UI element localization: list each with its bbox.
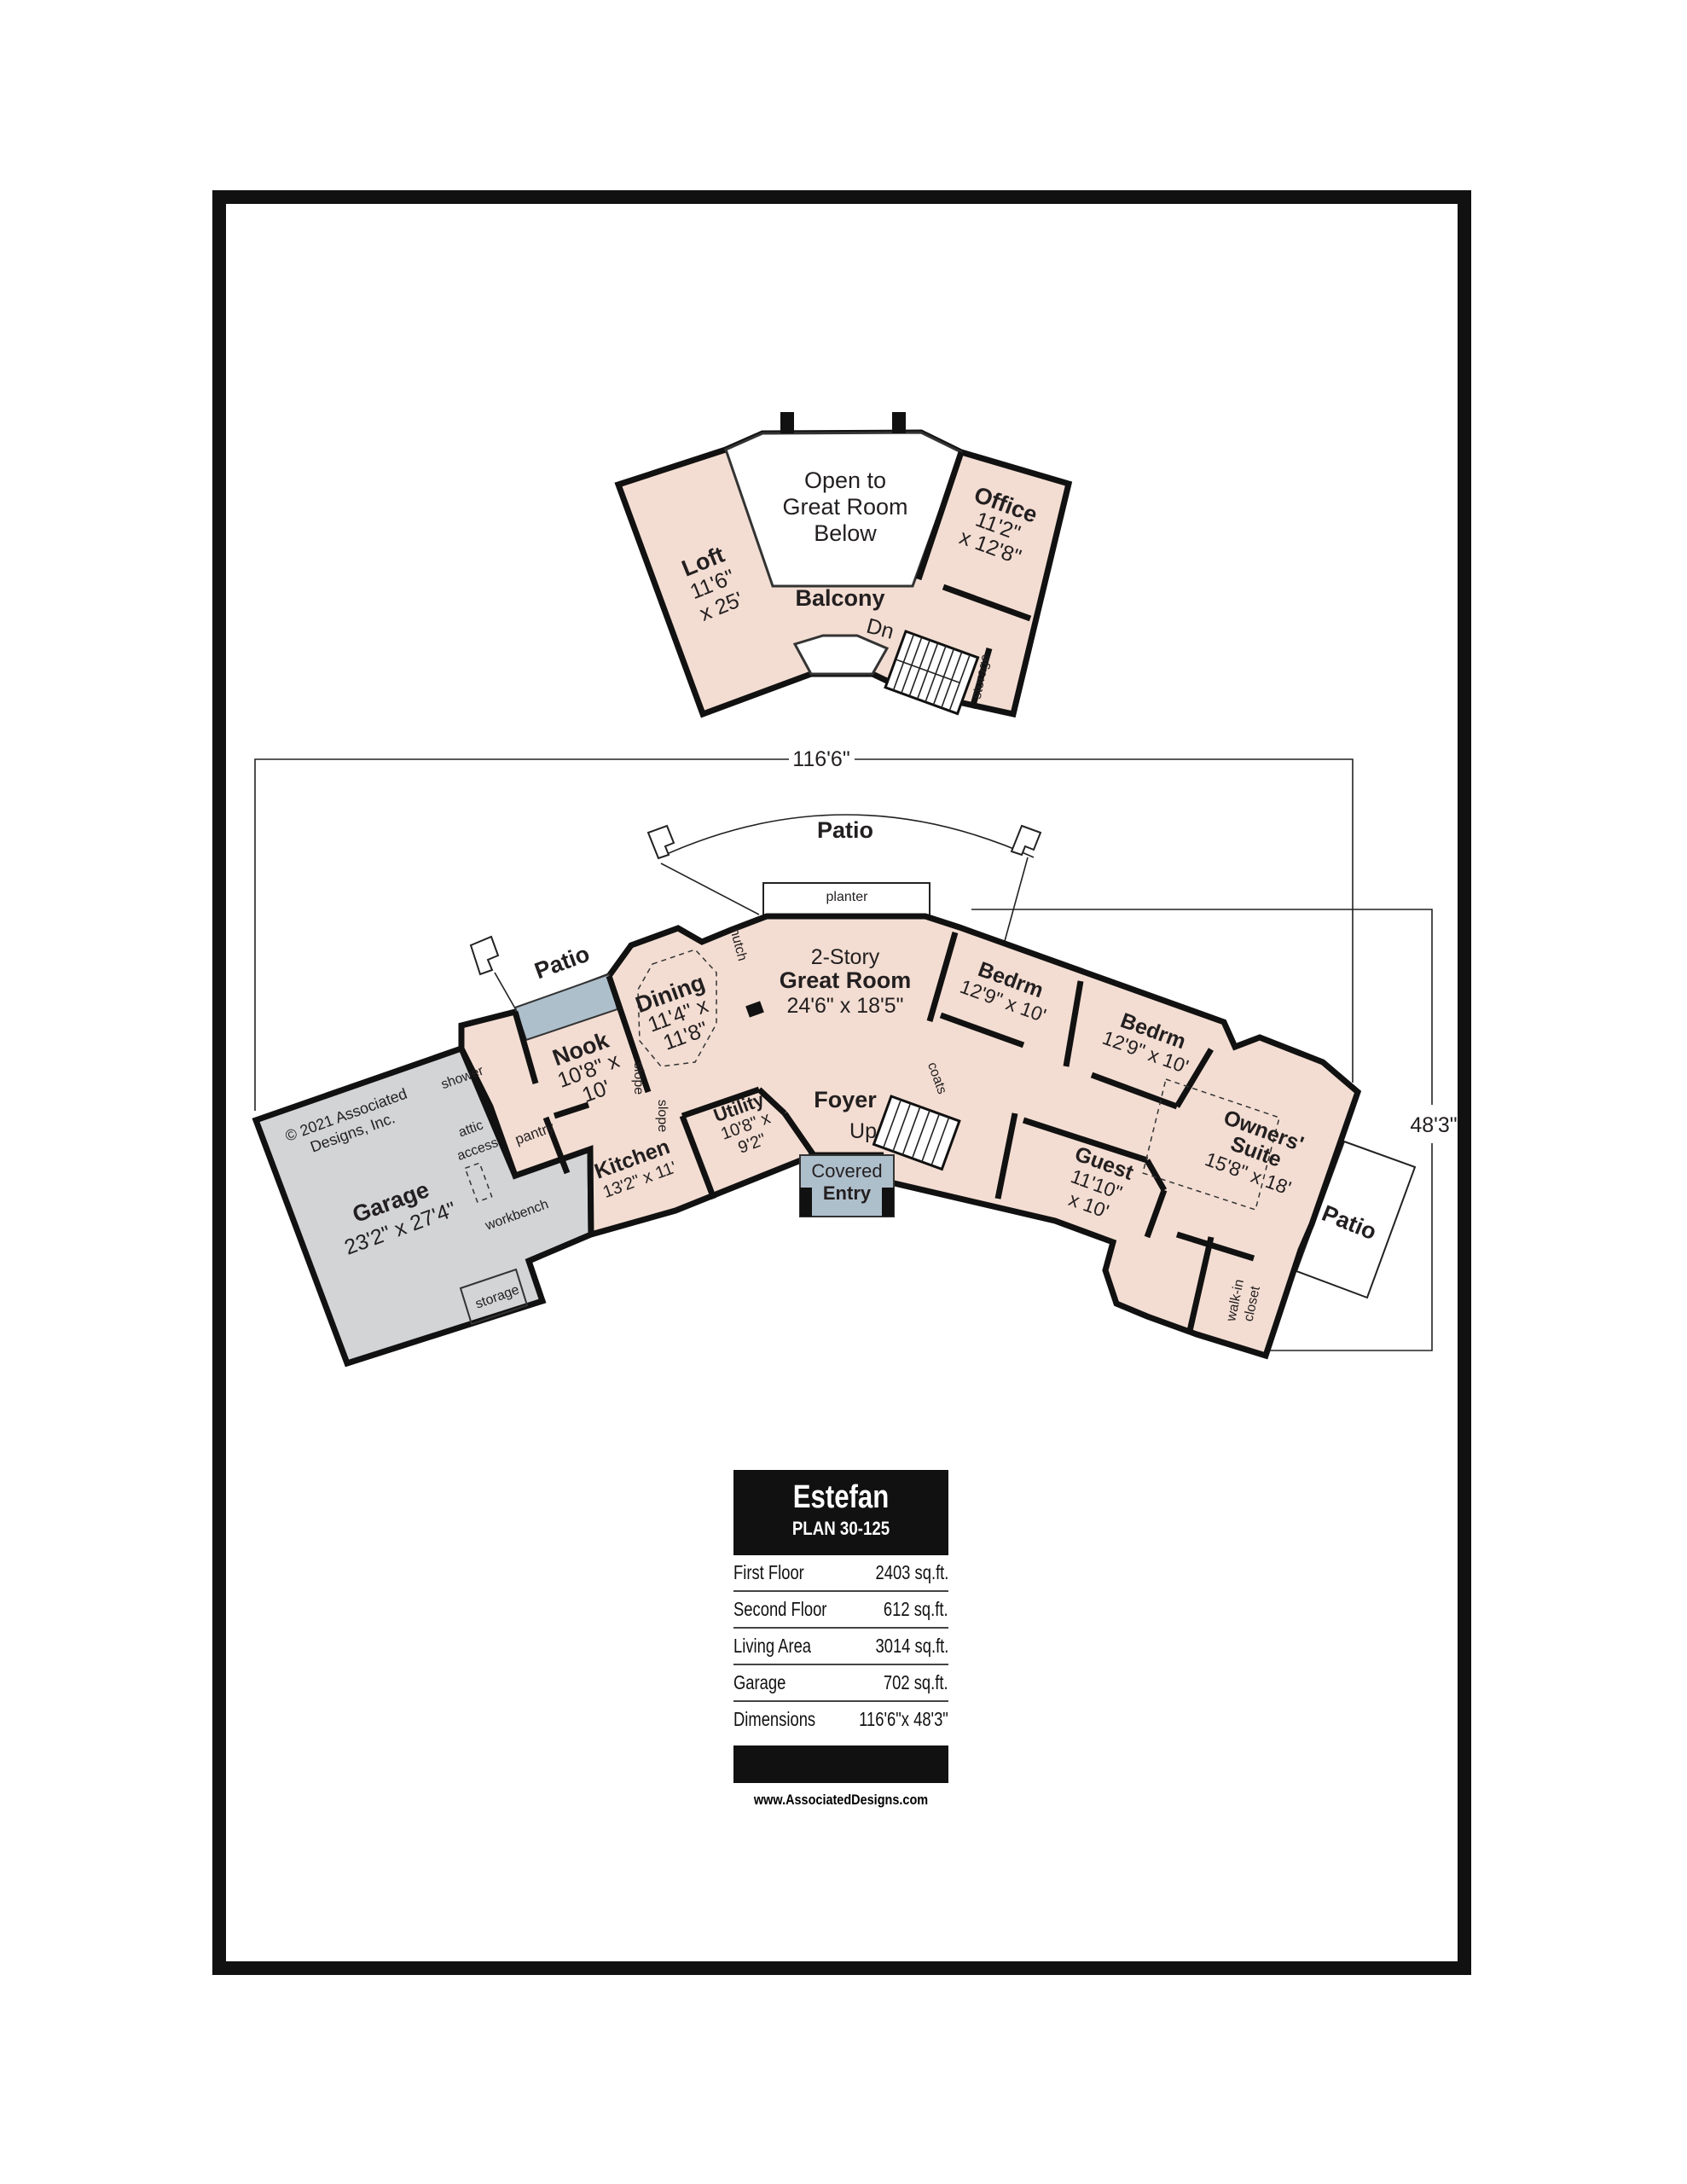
plan-stat-row: First Floor 2403 sq.ft.: [733, 1555, 948, 1592]
guest-angle-wall: [1144, 1188, 1168, 1239]
balcony-label: Balcony: [795, 585, 884, 611]
attic-access-hatch: [464, 1162, 493, 1203]
foyer-stair-up-label: Up: [849, 1119, 877, 1143]
width-dimension-right: [855, 758, 1354, 1083]
open-to-below-line2: Great Room: [782, 494, 907, 520]
patio-arc: [658, 814, 1035, 858]
pantry-top-wall: [553, 1101, 590, 1119]
guest-top-wall: [1022, 1117, 1149, 1164]
bedroom1-bottom-wall: [939, 1012, 1025, 1048]
dimension-lines: 116'6" 48'3": [254, 747, 1458, 1351]
plan-card-header: Estefan PLAN 30-125: [733, 1470, 948, 1555]
column-great-room: [745, 1001, 764, 1018]
kitchen-utility-wall: [679, 1114, 717, 1200]
depth-dimension-top: [971, 909, 1433, 1105]
owners-ceiling-outline: [1142, 1078, 1280, 1211]
upper-floor-plan: Open to Great Room Below Loft 11'6" x 25…: [614, 412, 1073, 718]
guest-right-wall: [1144, 1159, 1168, 1192]
plan-stat-label: Second Floor: [733, 1598, 827, 1620]
covered-entry-line1: Covered: [811, 1160, 882, 1182]
plan-stat-value: 612 sq.ft.: [884, 1598, 948, 1620]
slope-label-1: slope: [631, 1062, 646, 1095]
bath-wall: [512, 1011, 539, 1084]
sheet-frame: [212, 190, 1471, 1975]
covered-entry-line2: Entry: [823, 1182, 872, 1204]
plan-number: PLAN 30-125: [791, 1518, 890, 1539]
great-room-bedroom-wall: [926, 932, 959, 1022]
pantry-wall: [542, 1116, 571, 1175]
plan-stat-row: Living Area 3014 sq.ft.: [733, 1629, 948, 1665]
plan-stat-row: Dimensions 116'6"x 48'3": [733, 1702, 948, 1737]
foyer-label: Foyer: [814, 1087, 877, 1112]
garage-storage-box: [459, 1268, 529, 1326]
open-to-below-line3: Below: [814, 520, 877, 546]
great-room-story: 2-Story: [811, 945, 880, 969]
plan-stat-label: Garage: [733, 1671, 786, 1693]
patio-post-nook: [469, 935, 500, 976]
entry-post-right: [882, 1188, 894, 1217]
patio-edge-left: [660, 863, 760, 915]
planter-box: [762, 882, 930, 918]
nook-dining-wall: [606, 974, 652, 1094]
patio-post-left: [646, 824, 675, 860]
office-bath-wall: [942, 584, 1032, 622]
plan-stat-value: 702 sq.ft.: [884, 1671, 948, 1693]
plan-info-card: Estefan PLAN 30-125 First Floor 2403 sq.f…: [733, 1470, 948, 1809]
bedroom2-bottom-wall: [1090, 1072, 1179, 1110]
storage-wall: [969, 648, 993, 709]
plan-stat-row: Garage 702 sq.ft.: [733, 1665, 948, 1702]
slope-label-2: slope: [655, 1100, 670, 1132]
plan-stat-label: Dimensions: [733, 1708, 816, 1730]
foyer-stair: [872, 1095, 961, 1171]
width-dimension-left: [254, 758, 789, 1111]
utility-top-wall: [681, 1086, 761, 1119]
nook-patio-edge: [494, 972, 516, 1009]
plan-stat-label: First Floor: [733, 1561, 804, 1583]
entry-post-left: [800, 1188, 812, 1217]
plan-stat-label: Living Area: [733, 1635, 812, 1657]
foyer-left-wall: [782, 1112, 816, 1157]
plan-stat-row: Second Floor 612 sq.ft.: [733, 1592, 948, 1629]
plan-card-footer-bar: [733, 1745, 948, 1783]
owners-bath-wall: [1175, 1231, 1255, 1262]
plan-stat-value: 116'6"x 48'3": [859, 1708, 948, 1730]
upper-stair: [884, 630, 980, 716]
website-url: www.AssociatedDesigns.com: [753, 1792, 929, 1808]
overall-width-label: 116'6": [792, 747, 849, 771]
patio-top-label: Patio: [817, 817, 873, 843]
chimney-left: [780, 412, 794, 433]
plan-stat-value: 2403 sq.ft.: [875, 1561, 948, 1583]
plan-stat-value: 3014 sq.ft.: [875, 1635, 948, 1657]
closet-wall: [1186, 1236, 1215, 1332]
covered-entry-area: [799, 1154, 895, 1217]
great-room-label: Great Room: [780, 967, 912, 993]
depth-dimension-bottom: [1270, 1143, 1433, 1351]
plan-name: Estefan: [792, 1479, 890, 1515]
patio-left-label: Patio: [531, 941, 593, 985]
great-room-dim: 24'6" x 18'5": [786, 994, 903, 1018]
chimney-right: [892, 412, 906, 433]
bedroom2-angle-wall: [1174, 1048, 1215, 1108]
balcony-opening: [792, 634, 890, 676]
plan-stats-table: First Floor 2403 sq.ft. Second Floor 612 sq…: [733, 1555, 948, 1737]
overall-depth-label: 48'3": [1410, 1113, 1457, 1137]
dining-ceiling-outline: [637, 949, 717, 1067]
planter-label: planter: [826, 890, 869, 904]
bedroom-divider-wall: [1063, 980, 1084, 1067]
open-to-below-line1: Open to: [804, 468, 886, 493]
utility-angle-wall: [757, 1087, 787, 1116]
office-wall: [915, 450, 965, 581]
main-floor-plan: planter: [252, 814, 1417, 1368]
patio-post-right: [1010, 824, 1042, 857]
guest-bath-wall: [994, 1112, 1018, 1199]
